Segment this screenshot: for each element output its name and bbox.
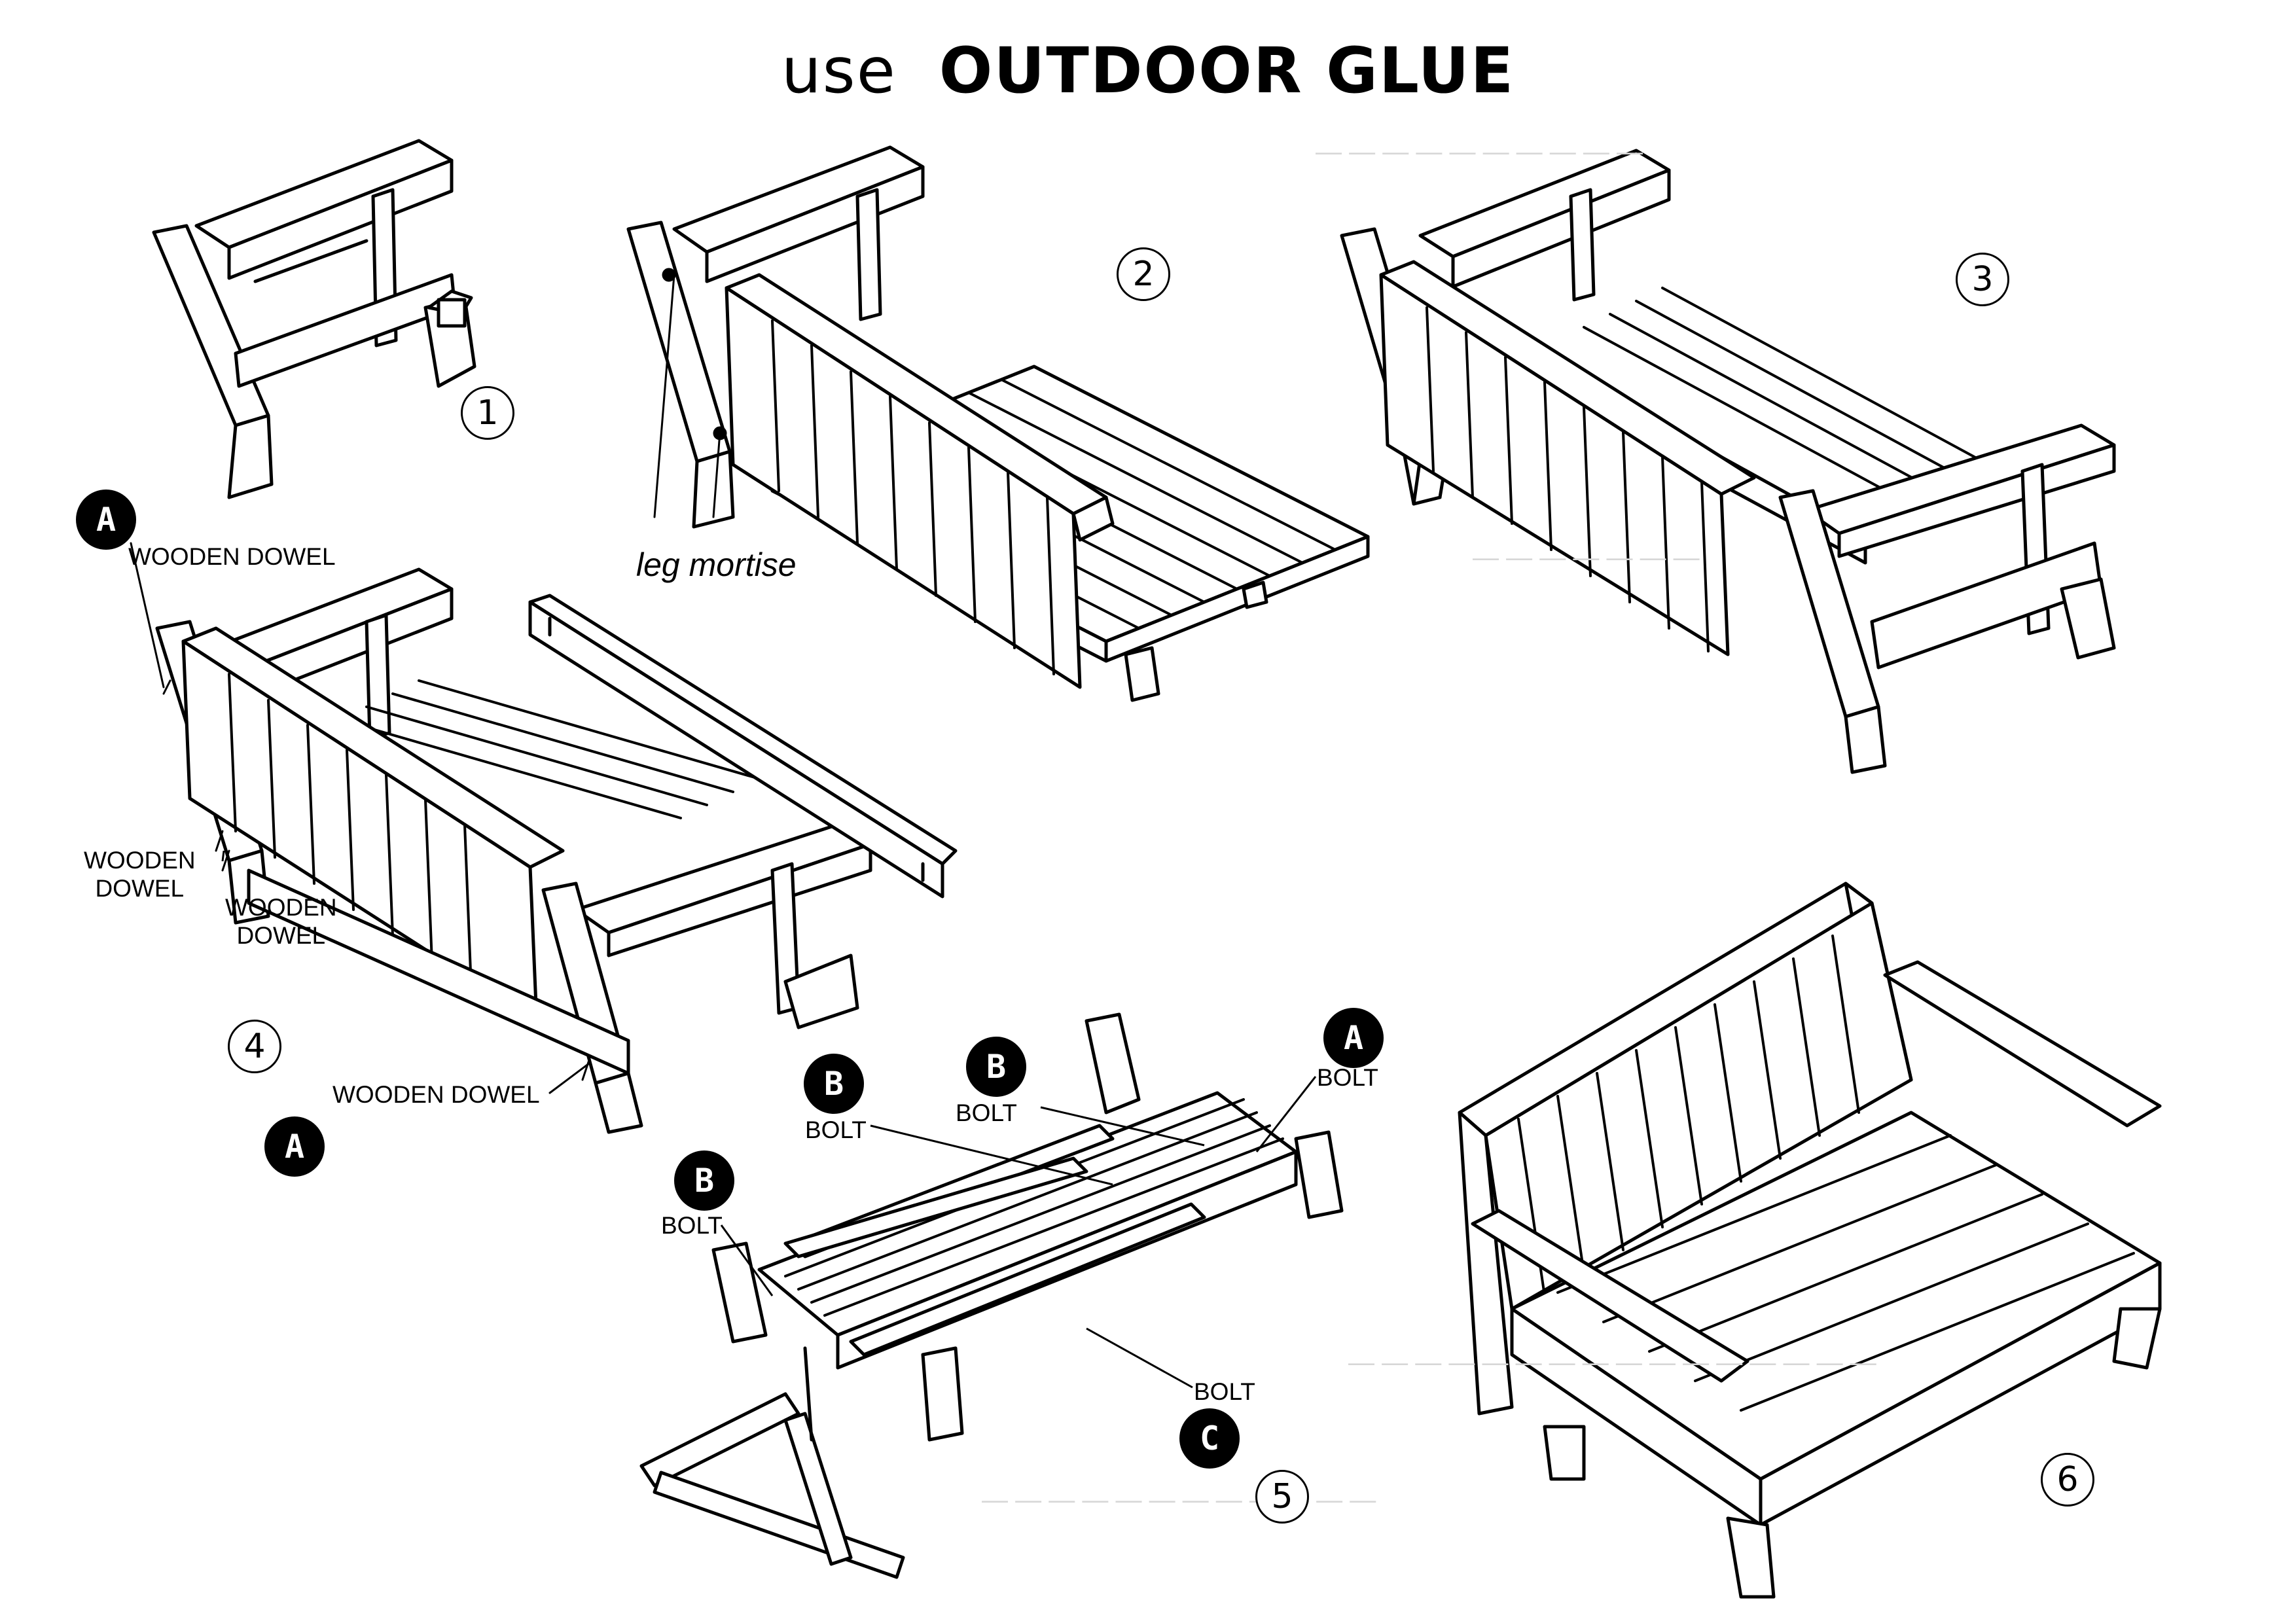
step-number-1: 1 xyxy=(461,386,514,440)
wooden-dowel-label: WOODEN DOWEL xyxy=(84,847,196,902)
wooden-dowel-label: WOODEN DOWEL xyxy=(225,894,337,950)
bolt-label: BOLT xyxy=(661,1212,723,1239)
step-number-4: 4 xyxy=(228,1020,281,1073)
step2-assembly-drawing xyxy=(626,145,1370,702)
title-emphasis: OUTDOOR GLUE xyxy=(939,34,1515,107)
marker-a-badge: A xyxy=(76,490,136,550)
marker-a-badge: A xyxy=(1323,1008,1384,1068)
step-number-6: 6 xyxy=(2041,1453,2094,1507)
step-number-5: 5 xyxy=(1255,1470,1309,1524)
title-prefix: use xyxy=(781,34,897,107)
bleed-through-text: — — — — — — — — — — xyxy=(1316,137,1643,166)
wooden-dowel-label: WOODEN DOWEL xyxy=(332,1081,540,1108)
marker-b-badge: B xyxy=(674,1150,734,1211)
marker-c-badge: C xyxy=(1179,1408,1240,1469)
dowel-text: DOWEL xyxy=(95,874,185,902)
dowel-text: DOWEL xyxy=(236,921,326,949)
step6-finished-bench-drawing xyxy=(1458,882,2162,1599)
wooden-dowel-label: WOODEN DOWEL xyxy=(128,543,336,570)
step-number-2: 2 xyxy=(1117,247,1170,301)
step1-side-frame-drawing xyxy=(152,139,476,499)
step-number-3: 3 xyxy=(1956,253,2009,306)
page-title: use OUTDOOR GLUE xyxy=(0,34,2296,107)
leg-mortise-label: leg mortise xyxy=(636,546,797,583)
bleed-through-text: — — — — — — — — — — — — xyxy=(982,1486,1376,1514)
step5-assembly-drawing xyxy=(639,1012,1344,1579)
marker-b-badge: B xyxy=(966,1037,1026,1097)
bleed-through-text: — — — — — — — — — — — — — — — — xyxy=(1348,1348,1876,1377)
step3-assembly-drawing xyxy=(1340,149,2116,774)
step4-assembly-drawing xyxy=(130,542,958,1134)
bolt-label: BOLT xyxy=(805,1116,867,1143)
bolt-label: BOLT xyxy=(1317,1064,1378,1091)
bleed-through-text: — — — — — — — xyxy=(1473,543,1700,572)
marker-b-badge: B xyxy=(804,1054,864,1114)
bolt-label: BOLT xyxy=(956,1099,1017,1126)
wooden-text: WOODEN xyxy=(225,894,337,921)
marker-a-badge: A xyxy=(264,1116,325,1177)
wooden-text: WOODEN xyxy=(84,847,196,874)
bolt-label: BOLT xyxy=(1194,1378,1255,1405)
